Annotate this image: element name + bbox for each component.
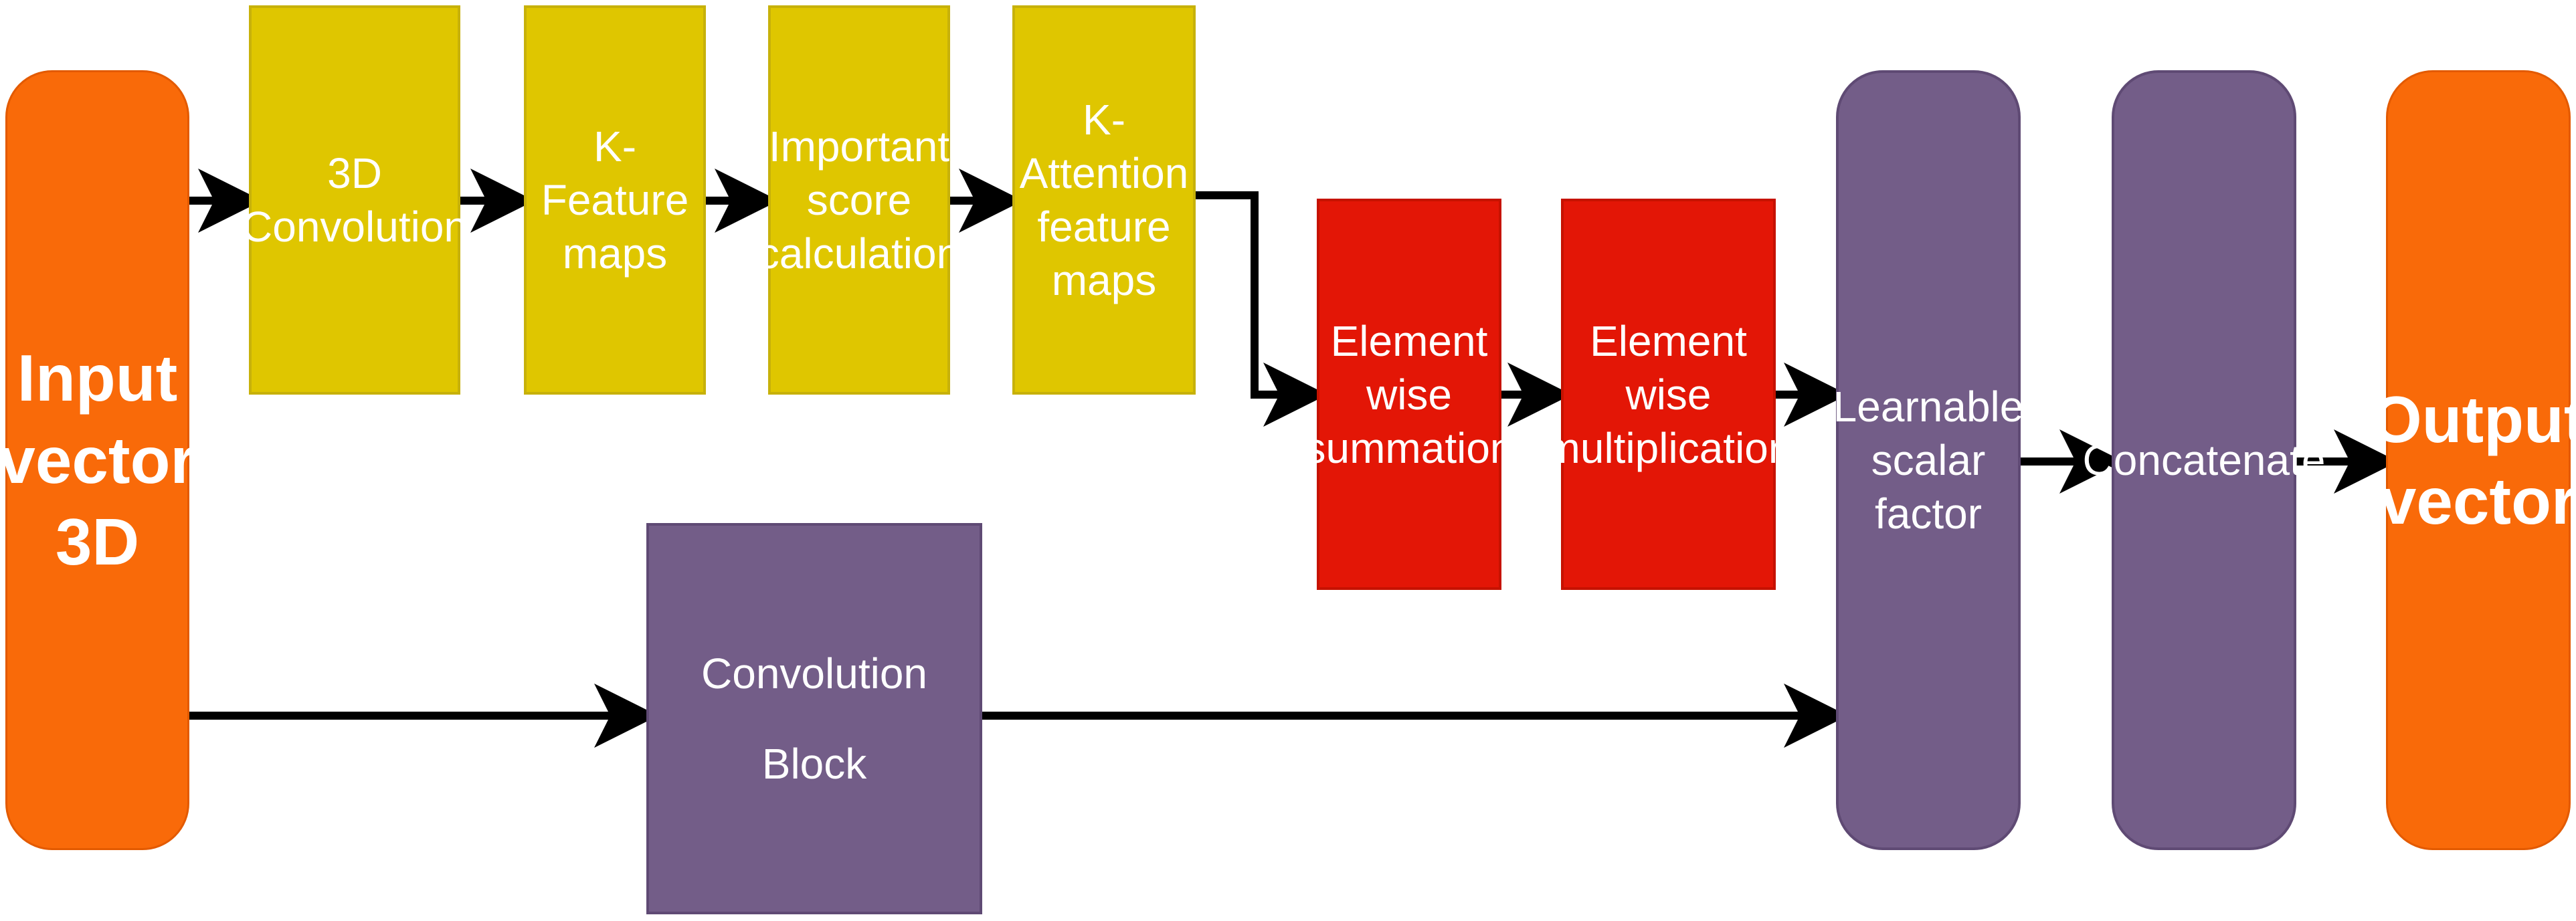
importance-score-node: Important score calculation [758, 5, 960, 395]
multiplication-label: Element wise multiplication [1544, 316, 1792, 472]
learnable-scalar-label: Learnable scalar factor [1833, 383, 2024, 538]
learnable-scalar-node: Learnable scalar factor [1833, 70, 2024, 850]
arrow-kattention-to-summation [1196, 191, 1327, 427]
conv3d-node: 3D Convolution [242, 5, 468, 395]
summation-node: Element wise summation [1305, 199, 1514, 590]
importance-score-label: Important score calculation [757, 122, 961, 278]
input-vector-label: Input vector 3D [0, 341, 196, 579]
kattention-maps-label: K- Attention feature maps [1019, 96, 1189, 304]
conv3d-label: 3D Convolution [242, 149, 468, 251]
summation-label: Element wise summation [1304, 316, 1514, 472]
input-vector-node: Input vector 3D [0, 70, 196, 850]
kfeature-maps-label: K-Feature maps [541, 122, 689, 278]
output-vector-label: Output vector [2371, 382, 2576, 538]
output-vector-node: Output vector [2371, 70, 2576, 850]
concatenate-label: Concatenate [2082, 436, 2326, 484]
convolution-block-node: Convolution Block [646, 523, 982, 914]
convolution-block-label: Convolution Block [701, 649, 927, 788]
concatenate-node: Concatenate [2083, 70, 2325, 850]
multiplication-node: Element wise multiplication [1545, 199, 1792, 590]
kattention-maps-node: K- Attention feature maps [1012, 5, 1196, 395]
kfeature-maps-node: K-Feature maps [524, 5, 706, 395]
